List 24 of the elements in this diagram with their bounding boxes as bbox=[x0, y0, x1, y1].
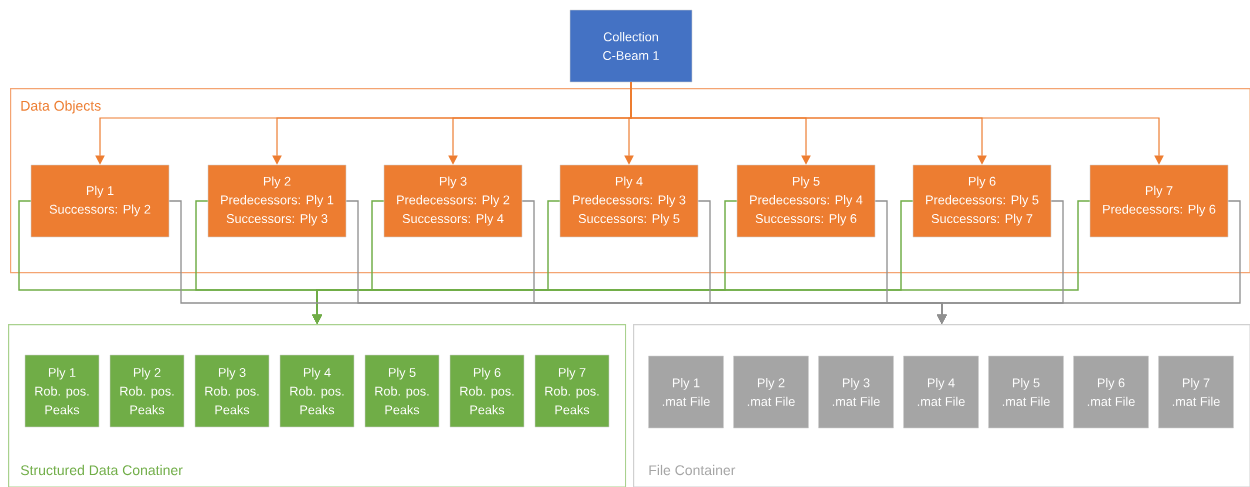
file-box: Ply 4 .mat File bbox=[903, 355, 979, 429]
collection-box: Collection C-Beam 1 bbox=[569, 9, 693, 83]
data-object-box: Ply 5 Predecessors: Ply 4 Successors: Ply 6 bbox=[736, 164, 876, 238]
arrow bbox=[312, 200, 1091, 324]
data-object-box: Ply 6 Predecessors: Ply 5 Successors: Ply 7 bbox=[912, 164, 1052, 238]
data-object-box: Ply 1 Successors: Ply 2 bbox=[30, 164, 170, 238]
data-record-box: Ply 5 Rob. pos. Peaks bbox=[364, 354, 440, 428]
data-record-box: Ply 6 Rob. pos. Peaks bbox=[449, 354, 525, 428]
data-object-box: Ply 3 Predecessors: Ply 2 Successors: Ply 4 bbox=[383, 164, 523, 238]
file-box: Ply 7 .mat File bbox=[1158, 355, 1234, 429]
data-object-box: Ply 7 Predecessors: Ply 6 bbox=[1089, 164, 1229, 238]
arrow bbox=[937, 200, 1241, 324]
file-box: Ply 6 .mat File bbox=[1073, 355, 1149, 429]
file-box: Ply 1 .mat File bbox=[648, 355, 724, 429]
data-record-box: Ply 1 Rob. pos. Peaks bbox=[24, 354, 100, 428]
file-box: Ply 2 .mat File bbox=[733, 355, 809, 429]
data-object-box: Ply 4 Predecessors: Ply 3 Successors: Ply 5 bbox=[559, 164, 699, 238]
data-record-box: Ply 2 Rob. pos. Peaks bbox=[109, 354, 185, 428]
file-box: Ply 3 .mat File bbox=[818, 355, 894, 429]
data-object-box: Ply 2 Predecessors: Ply 1 Successors: Ply 3 bbox=[207, 164, 347, 238]
data-record-box: Ply 3 Rob. pos. Peaks bbox=[194, 354, 270, 428]
file-box: Ply 5 .mat File bbox=[988, 355, 1064, 429]
data-record-box: Ply 4 Rob. pos. Peaks bbox=[279, 354, 355, 428]
data-record-box: Ply 7 Rob. pos. Peaks bbox=[534, 354, 610, 428]
